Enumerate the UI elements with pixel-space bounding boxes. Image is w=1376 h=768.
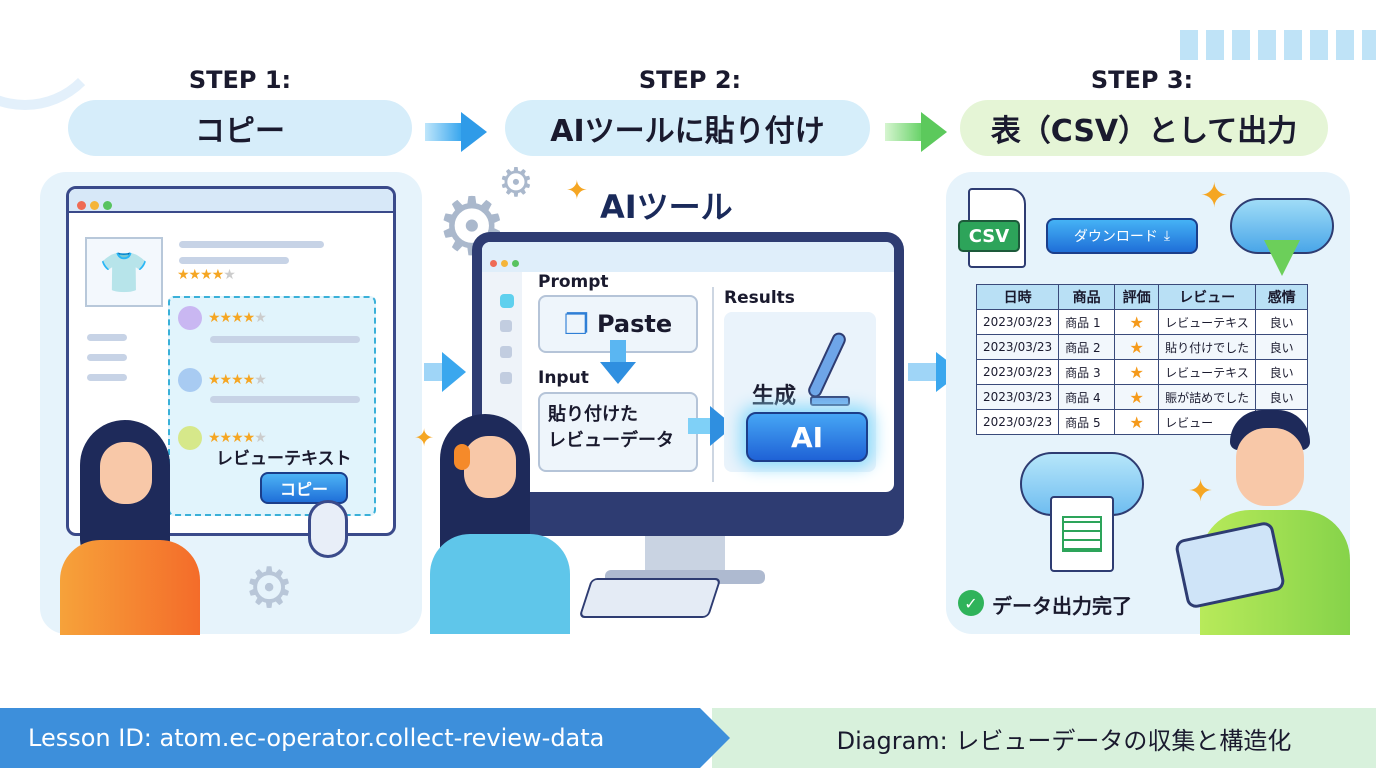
table-cell: レビューテキス xyxy=(1158,359,1257,385)
table-cell: 2023/03/23 xyxy=(975,359,1060,385)
decorative-stripes xyxy=(1180,30,1376,60)
table-cell: ★ xyxy=(1114,384,1160,410)
table-cell: 2023/03/23 xyxy=(975,334,1060,360)
table-cell: 良い xyxy=(1255,384,1309,410)
monitor-stand xyxy=(645,536,725,576)
table-cell: 良い xyxy=(1255,309,1309,335)
col-header: 日時 xyxy=(975,284,1060,310)
col-header: 評価 xyxy=(1114,284,1160,310)
sparkle-icon: ✦ xyxy=(566,176,588,206)
csv-label: CSV xyxy=(958,220,1020,252)
footer-lesson: Lesson ID: atom.ec-operator.collect-revi… xyxy=(0,708,730,768)
download-label: ダウンロード xyxy=(1073,229,1158,245)
gear-icon: ⚙ xyxy=(498,160,534,206)
table-cell: ★ xyxy=(1114,359,1160,385)
complete-label: データ出力完了 xyxy=(992,594,1132,618)
input-text-line1: 貼り付けた xyxy=(548,404,638,425)
review-text: レビューテキスト xyxy=(216,449,352,469)
table-cell: 商品 4 xyxy=(1058,384,1116,410)
prompt-label: Prompt xyxy=(538,272,609,292)
table-cell: 貼り付けでした xyxy=(1158,334,1257,360)
footer-diagram: Diagram: レビューデータの収集と構造化 xyxy=(712,708,1376,768)
table-cell: 商品 5 xyxy=(1058,409,1116,435)
step2-label: STEP 2: xyxy=(638,66,742,94)
complete-check-icon: ✓ xyxy=(958,590,984,616)
col-header: レビュー xyxy=(1158,284,1257,310)
arrow-right-icon xyxy=(424,352,466,392)
step2-title: AIツールに貼り付け xyxy=(505,100,870,156)
step1-title: コピー xyxy=(68,100,412,156)
arrow-down-icon xyxy=(600,340,636,384)
mouse-icon xyxy=(308,500,348,558)
input-text-line2: レビューデータ xyxy=(548,430,674,451)
table-cell: 2023/03/23 xyxy=(975,384,1060,410)
arrow-right-icon xyxy=(425,112,487,152)
tshirt-image: 👕 xyxy=(85,237,163,307)
col-header: 感情 xyxy=(1255,284,1309,310)
person-3 xyxy=(1173,410,1350,635)
table-cell: 2023/03/23 xyxy=(975,309,1060,335)
diagram-title: Diagram: レビューデータの収集と構造化 xyxy=(836,726,1292,755)
table-cell: 良い xyxy=(1255,359,1309,385)
download-icon: ⤓ xyxy=(1163,228,1171,244)
ai-button[interactable]: AI xyxy=(746,412,868,462)
table-cell: ★ xyxy=(1114,409,1160,435)
table-cell: 良い xyxy=(1255,334,1309,360)
download-button[interactable]: ダウンロード ⤓ xyxy=(1046,218,1198,254)
person-2 xyxy=(420,414,590,634)
table-cell: 2023/03/23 xyxy=(975,409,1060,435)
arrow-right-icon xyxy=(885,112,947,152)
copy-document-icon: ❐ xyxy=(563,307,589,341)
results-label: Results xyxy=(724,288,795,308)
table-cell: 賑が詰めでした xyxy=(1158,384,1257,410)
paste-label: Paste xyxy=(596,310,673,338)
col-header: 商品 xyxy=(1058,284,1116,310)
spreadsheet-file-icon xyxy=(1050,496,1114,572)
input-box[interactable]: 貼り付けた レビューデータ xyxy=(538,392,698,472)
table-cell: ★ xyxy=(1114,309,1160,335)
step1-label: STEP 1: xyxy=(188,66,292,94)
lesson-id: Lesson ID: atom.ec-operator.collect-revi… xyxy=(28,724,605,752)
copy-button[interactable]: コピー xyxy=(260,472,348,504)
robot-arm-icon xyxy=(790,330,860,410)
sparkle-icon: ✦ xyxy=(1188,474,1214,509)
table-cell: レビューテキス xyxy=(1158,309,1257,335)
arrow-down-icon xyxy=(1264,240,1300,276)
step3-title: 表（CSV）として出力 xyxy=(960,100,1328,156)
gear-icon: ⚙ xyxy=(244,556,295,621)
step3-label: STEP 3: xyxy=(1090,66,1194,94)
table-cell: ★ xyxy=(1114,334,1160,360)
table-cell: 商品 2 xyxy=(1058,334,1116,360)
keyboard-icon xyxy=(578,578,722,618)
person-1 xyxy=(60,420,200,635)
ai-tool-title: AIツール xyxy=(600,188,733,226)
sparkle-icon: ✦ xyxy=(414,424,435,452)
table-cell: 商品 1 xyxy=(1058,309,1116,335)
sparkle-icon: ✦ xyxy=(1200,176,1229,216)
input-label: Input xyxy=(538,368,589,388)
generate-label: 生成 xyxy=(752,384,797,409)
rating-stars: ★★★★★ xyxy=(177,267,236,283)
table-cell: 商品 3 xyxy=(1058,359,1116,385)
